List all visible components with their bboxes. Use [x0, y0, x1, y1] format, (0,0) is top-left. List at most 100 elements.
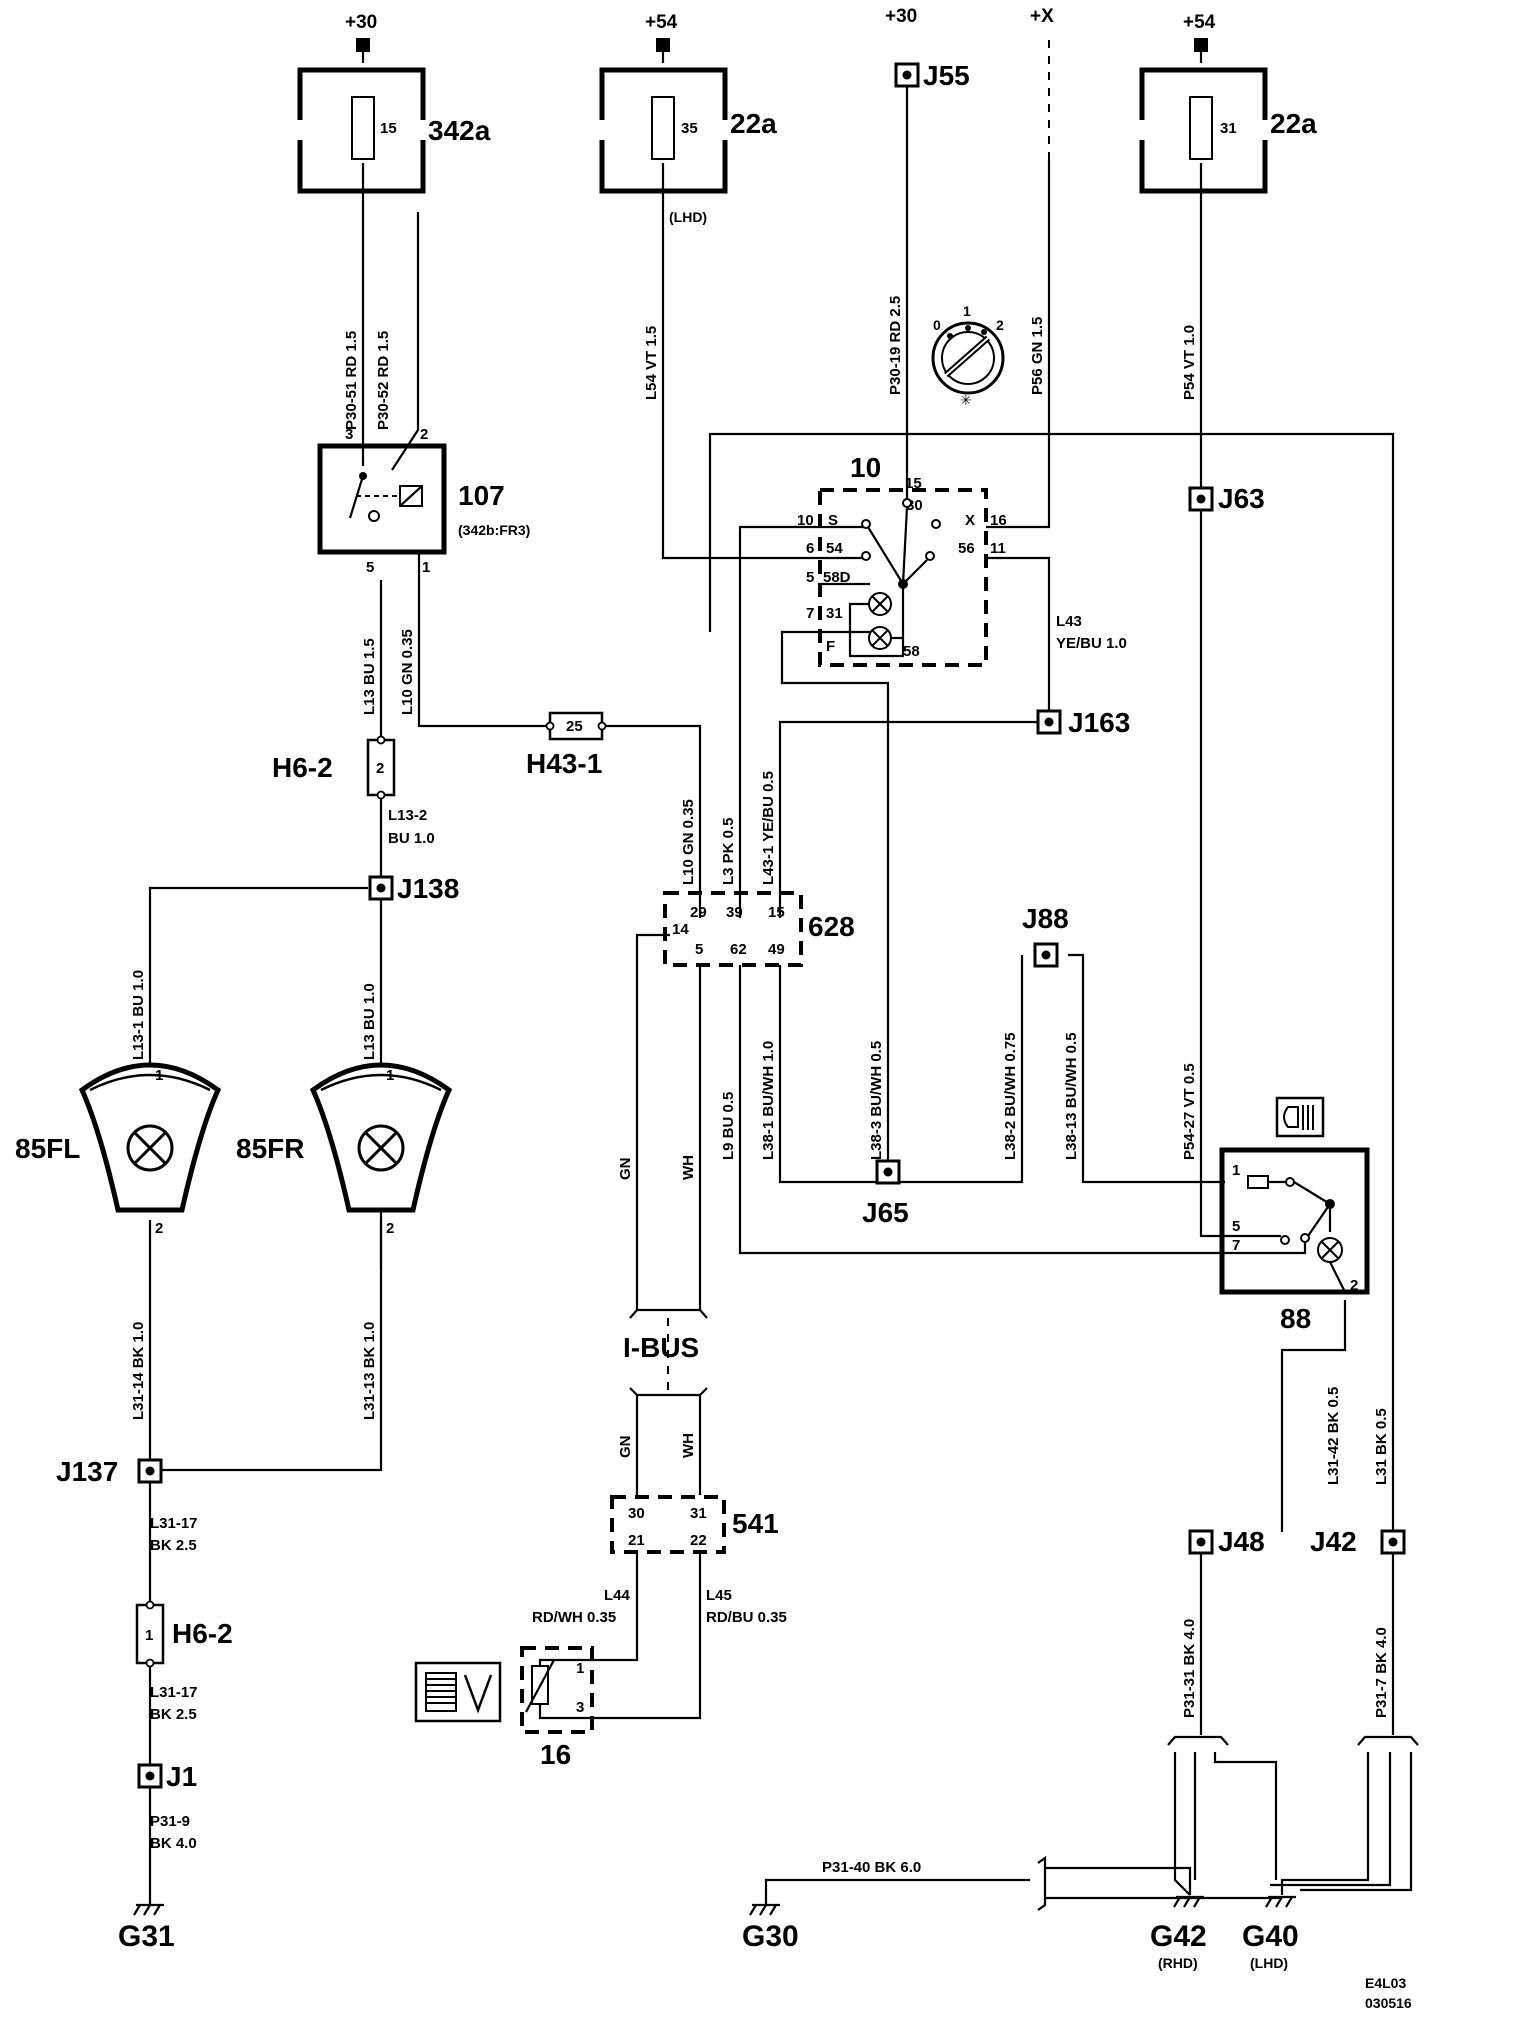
fuse-22a-right-label: 22a [1270, 108, 1317, 139]
svg-text:J65: J65 [862, 1197, 909, 1228]
svg-text:L38-1 BU/WH 1.0: L38-1 BU/WH 1.0 [760, 1041, 777, 1160]
junctions: J55 J63 J163 J138 J88 J65 [56, 60, 1406, 1792]
relay-pin-5: 5 [366, 559, 374, 576]
supply-labels: +30 +54 +30 +X +54 [345, 6, 1216, 52]
svg-text:J55: J55 [923, 60, 970, 91]
svg-text:L9 BU 0.5: L9 BU 0.5 [720, 1092, 737, 1160]
switch10-pin-s: S [828, 512, 838, 529]
svg-text:5: 5 [695, 941, 703, 958]
svg-text:L45: L45 [706, 1587, 732, 1604]
svg-text:L13 BU 1.0: L13 BU 1.0 [361, 983, 378, 1060]
junction-j65: J65 [862, 1159, 909, 1228]
svg-text:39: 39 [726, 904, 743, 921]
svg-text:L38-13 BU/WH 0.5: L38-13 BU/WH 0.5 [1063, 1032, 1080, 1160]
switch10-pin-15: 15 [905, 475, 922, 492]
fuse-342a-number: 15 [380, 120, 397, 137]
relay-107: 3 2 5 1 107 (342b:FR3) [317, 426, 530, 576]
switch10-pin-56: 56 [958, 540, 975, 557]
svg-text:P31-31 BK 4.0: P31-31 BK 4.0 [1181, 1619, 1198, 1718]
svg-text:J88: J88 [1022, 903, 1069, 934]
supply-p30-left: +30 [345, 12, 377, 33]
svg-text:RD/BU 0.35: RD/BU 0.35 [706, 1609, 787, 1626]
switch10-pin-7: 7 [806, 605, 814, 622]
ground-g30: G30 [742, 1903, 799, 1953]
svg-text:P31-40 BK 6.0: P31-40 BK 6.0 [822, 1859, 921, 1876]
connector-h6-2-top: 2 H6-2 [272, 735, 396, 800]
fuse-22a-left-note: (LHD) [669, 209, 707, 225]
svg-text:L43-1 YE/BU 0.5: L43-1 YE/BU 0.5 [760, 771, 777, 885]
svg-text:1: 1 [1232, 1162, 1240, 1179]
svg-text:L54 VT 1.5: L54 VT 1.5 [643, 326, 660, 400]
i-bus-label: I-BUS [623, 1332, 699, 1363]
svg-text:GN: GN [617, 1436, 634, 1459]
svg-text:G30: G30 [742, 1920, 799, 1953]
svg-text:2: 2 [155, 1220, 163, 1237]
svg-text:L31-13 BK 1.0: L31-13 BK 1.0 [361, 1322, 378, 1420]
fog-light-icon [1275, 1096, 1325, 1138]
ground-g40: G40 (LHD) [1242, 1895, 1299, 1971]
connector-h43-1: 25 H43-1 [526, 711, 607, 779]
svg-text:2: 2 [1350, 1277, 1358, 1294]
svg-text:J137: J137 [56, 1456, 118, 1487]
junction-j55: J55 [894, 60, 970, 91]
module-541: 30 31 21 22 541 [610, 1495, 779, 1554]
svg-text:P30-52 RD 1.5: P30-52 RD 1.5 [375, 331, 392, 430]
svg-text:RD/WH 0.35: RD/WH 0.35 [532, 1609, 616, 1626]
module-628-label: 628 [808, 911, 855, 942]
svg-text:G42: G42 [1150, 1920, 1207, 1953]
knob-position-2: 2 [996, 317, 1004, 333]
ground-g42: G42 (RHD) [1150, 1895, 1207, 1971]
switch10-pin-x: X [965, 512, 975, 529]
svg-text:L31 BK 0.5: L31 BK 0.5 [1373, 1408, 1390, 1485]
junction-j163: J163 [1036, 707, 1130, 738]
svg-text:L44: L44 [604, 1587, 631, 1604]
svg-text:BK 4.0: BK 4.0 [150, 1835, 197, 1852]
junction-j63: J63 [1188, 483, 1265, 514]
svg-text:1: 1 [386, 1067, 394, 1084]
svg-text:L10 GN 0.35: L10 GN 0.35 [399, 629, 416, 715]
reference-code-line2: 030516 [1365, 1995, 1412, 2011]
svg-text:P30-19 RD 2.5: P30-19 RD 2.5 [887, 296, 904, 395]
svg-text:WH: WH [680, 1433, 697, 1458]
svg-text:L38-3 BU/WH 0.5: L38-3 BU/WH 0.5 [868, 1041, 885, 1160]
svg-text:P56 GN 1.5: P56 GN 1.5 [1029, 317, 1046, 395]
wire-network [148, 40, 1419, 1911]
svg-text:L31-14 BK 1.0: L31-14 BK 1.0 [130, 1322, 147, 1420]
module-628: 29 39 15 14 5 62 49 628 [663, 891, 855, 967]
switch10-pin-f: F [826, 638, 835, 655]
sensor-symbol-icon [414, 1661, 502, 1723]
svg-text:2: 2 [386, 1220, 394, 1237]
svg-text:YE/BU 1.0: YE/BU 1.0 [1056, 635, 1127, 652]
svg-text:1: 1 [576, 1660, 584, 1677]
wire-labels: P30-51 RD 1.5 P30-52 RD 1.5 L54 VT 1.5 P… [130, 296, 1390, 1876]
svg-text:1: 1 [155, 1067, 163, 1084]
junction-j48: J48 [1188, 1526, 1265, 1557]
svg-text:BU 1.0: BU 1.0 [388, 830, 435, 847]
svg-text:✳: ✳ [960, 392, 972, 408]
reference-code-line1: E4L03 [1365, 1975, 1406, 1991]
svg-text:21: 21 [628, 1532, 645, 1549]
fuse-22a-right: 31 22a [1138, 67, 1317, 194]
svg-text:BK 2.5: BK 2.5 [150, 1537, 197, 1554]
svg-text:J1: J1 [166, 1761, 197, 1792]
switch10-pin-54: 54 [826, 540, 843, 557]
switch10-pin-16: 16 [990, 512, 1007, 529]
switch10-label: 10 [850, 452, 881, 483]
junction-j138: J138 [368, 873, 459, 904]
svg-text:L3 PK 0.5: L3 PK 0.5 [720, 817, 737, 885]
fuse-22a-left-number: 35 [681, 120, 698, 137]
switch10-pin-10: 10 [797, 512, 814, 529]
svg-text:P54-27 VT 0.5: P54-27 VT 0.5 [1181, 1063, 1198, 1160]
switch10-pin-31: 31 [826, 605, 843, 622]
ground-g31: G31 [118, 1903, 175, 1953]
connector-h6-2-bottom: 1 H6-2 [135, 1600, 233, 1668]
fuse-22a-right-number: 31 [1220, 120, 1237, 137]
fuse-22a-left: 35 22a (LHD) [598, 67, 777, 225]
svg-text:G31: G31 [118, 1920, 175, 1953]
svg-text:L10 GN 0.35: L10 GN 0.35 [680, 799, 697, 885]
light-switch-10: 10 15 30 10 S X 16 6 54 56 11 5 58D 7 31… [797, 452, 1007, 667]
svg-text:62: 62 [730, 941, 747, 958]
svg-text:L43: L43 [1056, 613, 1082, 630]
connector-h6-2-bottom-label: H6-2 [172, 1618, 233, 1649]
